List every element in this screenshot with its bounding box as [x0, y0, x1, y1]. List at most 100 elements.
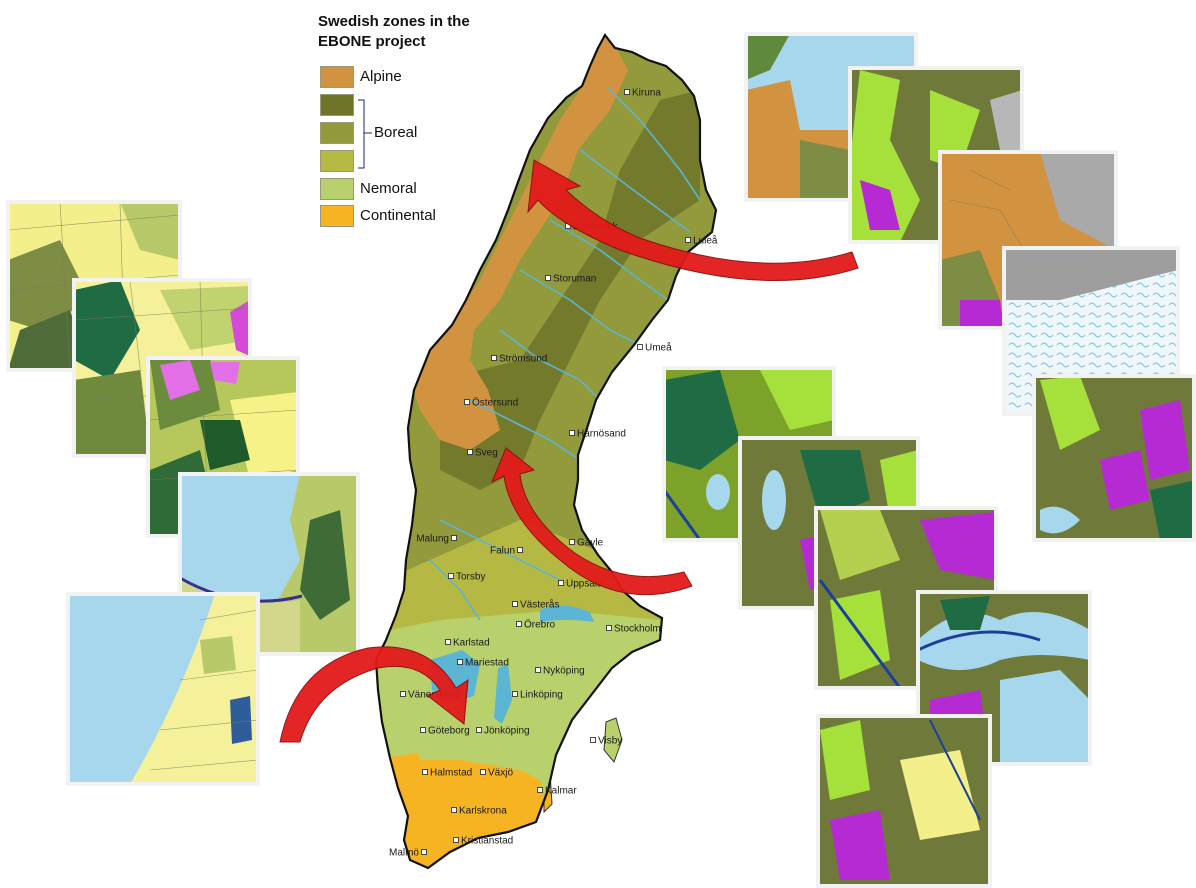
zone-alpine: [410, 36, 628, 450]
city-dot: [624, 89, 630, 95]
city-marker: Luleå: [685, 235, 718, 247]
city-marker: Gävle: [569, 538, 604, 549]
legend-label-alpine: Alpine: [360, 68, 402, 85]
city-marker: Visby: [590, 736, 622, 747]
city-marker: Malmö: [389, 848, 427, 859]
city-marker: Storuman: [545, 274, 596, 285]
arrow-left-to-south: [279, 646, 469, 743]
city-dot: [558, 580, 564, 586]
legend-swatch-continental: [320, 205, 354, 227]
city-dot: [516, 621, 522, 627]
city-dot: [476, 727, 482, 733]
city-dot: [480, 769, 486, 775]
arrow-alpine-to-north: [527, 159, 859, 281]
city-dot: [448, 573, 454, 579]
city-marker: Umeå: [637, 342, 672, 354]
city-label: Västerås: [520, 599, 559, 611]
thumbnail-map-mr-5: [816, 714, 992, 888]
city-label: Kiruna: [632, 88, 661, 99]
thumbnail-stack-left: [6, 200, 360, 786]
city-marker: Falun: [490, 546, 523, 557]
legend-label-nemoral: Nemoral: [360, 180, 417, 197]
legend-item-boreal-light: [320, 150, 470, 172]
river: [469, 399, 581, 461]
gotland-island: [603, 717, 623, 763]
river: [429, 559, 481, 621]
city-dot: [453, 837, 459, 843]
city-label: Härnösand: [577, 429, 626, 440]
city-marker: Kalmar: [537, 786, 577, 797]
city-dot: [512, 691, 518, 697]
city-label: Kristianstad: [461, 836, 513, 847]
river: [519, 269, 641, 346]
city-label: Karlskrona: [459, 806, 507, 817]
city-dot: [445, 639, 451, 645]
city-label: Malung: [416, 534, 449, 545]
city-label: Östersund: [472, 397, 518, 409]
city-dot: [685, 237, 691, 243]
city-label: Växjö: [488, 768, 513, 779]
city-marker: Linköping: [512, 690, 563, 701]
legend-title-line-1: Swedish zones in the: [318, 13, 470, 30]
city-marker: Kristianstad: [453, 836, 513, 847]
city-dot: [637, 344, 643, 350]
city-label: Stockholm: [614, 624, 661, 635]
city-label: Umeå: [645, 342, 672, 354]
legend-item-alpine: Alpine: [320, 66, 470, 88]
legend-swatch-nemoral: [320, 178, 354, 200]
city-label: Storuman: [553, 274, 596, 285]
city-marker: Uppsala: [558, 579, 603, 590]
city-dot: [400, 691, 406, 697]
city-dot: [464, 399, 470, 405]
city-label: Kalmar: [545, 786, 577, 797]
city-dot: [569, 430, 575, 436]
legend-swatch-alpine: [320, 66, 354, 88]
city-marker: Härnösand: [569, 429, 626, 440]
city-marker: Torsby: [448, 572, 485, 583]
legend-title-line-2: EBONE project: [318, 33, 426, 50]
city-label: Jönköping: [484, 726, 530, 737]
legend-swatch-boreal-dark: [320, 94, 354, 116]
city-marker: Västerås: [512, 599, 559, 611]
river: [499, 329, 601, 401]
city-marker: Växjö: [480, 768, 513, 779]
thumbnail-stack-top-right: [744, 32, 1196, 542]
city-marker: Karlskrona: [451, 806, 507, 817]
city-dot: [420, 727, 426, 733]
city-marker: Örebro: [516, 619, 556, 631]
city-dot: [535, 667, 541, 673]
city-label: Halmstad: [430, 768, 472, 779]
city-dot: [451, 807, 457, 813]
city-marker: Malung: [416, 534, 457, 545]
city-dot: [421, 849, 427, 855]
city-dot: [606, 625, 612, 631]
legend-swatch-boreal-mid: [320, 122, 354, 144]
thumbnail-map-left-5: [66, 592, 260, 786]
city-dot: [422, 769, 428, 775]
city-label: Linköping: [520, 690, 563, 701]
river: [439, 519, 561, 581]
arrow-middle-to-sveg: [491, 447, 693, 596]
legend-item-nemoral: Nemoral: [320, 178, 470, 200]
city-dot: [467, 449, 473, 455]
city-marker: Östersund: [464, 397, 518, 409]
city-label: Mariestad: [465, 658, 509, 669]
legend-swatch-boreal-light: [320, 150, 354, 172]
city-marker: Karlstad: [445, 638, 490, 649]
zone-nemoral-south: [410, 700, 560, 780]
city-marker: Halmstad: [422, 768, 472, 779]
thumbnail-map-tr-5: [1032, 374, 1196, 542]
zone-boreal-dark: [440, 90, 700, 490]
city-marker: Sveg: [467, 448, 498, 459]
lake-vattern: [494, 664, 512, 724]
city-marker: Jönköping: [476, 726, 530, 737]
city-label: Gävle: [577, 538, 604, 549]
river: [549, 219, 669, 301]
city-label: Luleå: [693, 235, 718, 247]
city-dot: [537, 787, 543, 793]
city-marker: Strömsund: [491, 354, 547, 365]
city-dot: [451, 535, 457, 541]
city-dot: [569, 539, 575, 545]
city-marker: Mariestad: [457, 658, 509, 669]
